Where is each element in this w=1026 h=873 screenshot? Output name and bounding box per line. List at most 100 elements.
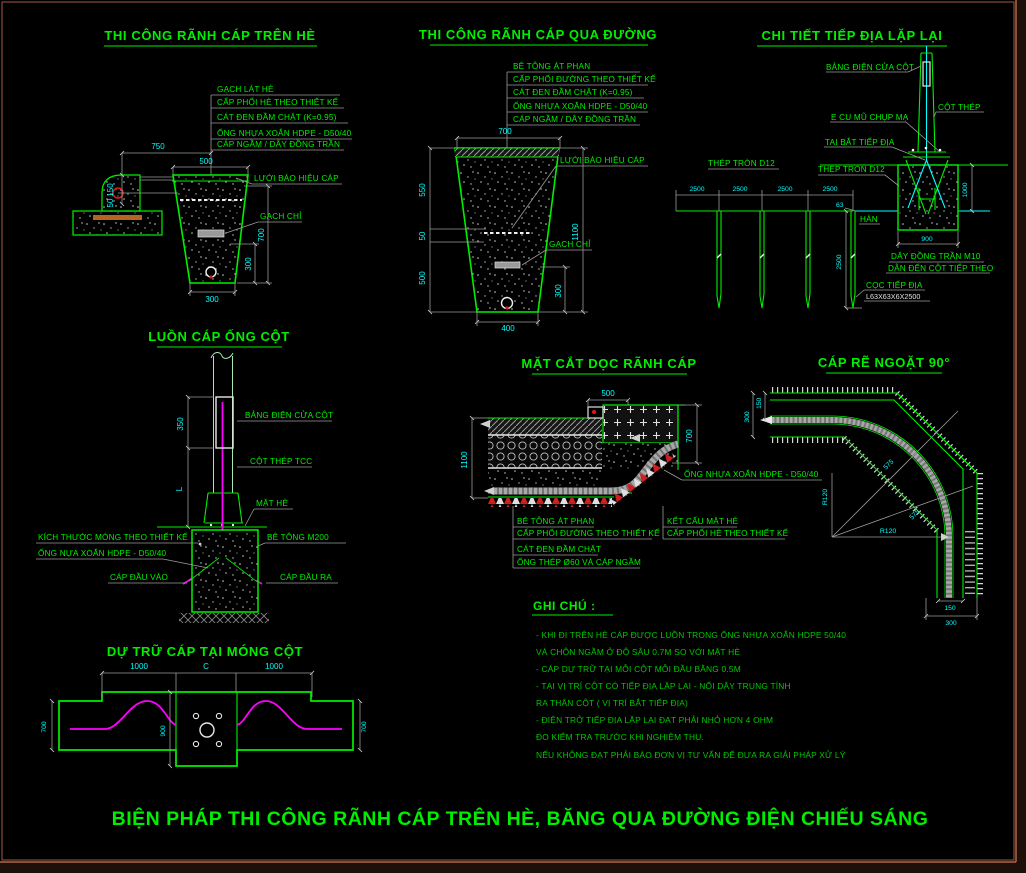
section-spare-cable: DỰ TRỮ CÁP TẠI MÓNG CỘT 1000 C 1000 700 … bbox=[41, 644, 368, 769]
callout: CẤP PHỐI HÈ THEO THIẾT KẾ bbox=[667, 527, 789, 538]
label-cable-in: CÁP ĐẦU VÀO bbox=[110, 572, 168, 582]
sidewalk-block bbox=[602, 404, 679, 444]
callout: CẤP PHỐI ĐƯỜNG THEO THIẾT KẾ bbox=[517, 527, 660, 538]
dim: C bbox=[203, 662, 209, 671]
label-stake-spec: L63X63X6X2500 bbox=[866, 292, 920, 301]
callout: CÁT ĐEN ĐẦM CHẶT (K=0.95) bbox=[217, 112, 337, 122]
dim: 300 bbox=[945, 620, 957, 627]
label-spiral-duct: ỐNG NỰA XOẮN HDPE - D50/40 bbox=[38, 547, 166, 558]
dim-radius: R120 bbox=[880, 528, 896, 535]
note-line: - KHI ĐI TRÊN HÈ CÁP ĐƯỢC LUỒN TRONG ỐNG… bbox=[536, 629, 846, 640]
subgrade-hatch bbox=[179, 613, 269, 623]
dim: 2500 bbox=[836, 254, 843, 269]
label-earthing-tab: TAI BẮT TIẾP ĐỊA bbox=[825, 137, 895, 147]
sheet-border bbox=[1, 1, 1015, 861]
dim: 150 bbox=[756, 397, 763, 409]
section-earthing-detail: CHI TIẾT TIẾP ĐỊA LẶP LẠI BẢNG ĐIỆN CỬA … bbox=[675, 28, 1008, 311]
dim: L bbox=[175, 486, 184, 491]
section-title: CÁP RẼ NGOẶT 90° bbox=[818, 355, 950, 370]
callout: CÁP NGẦM / DÂY ĐỒNG TRẦN bbox=[513, 113, 636, 124]
callout: ỐNG THÉP Ø60 VÀ CÁP NGẦM bbox=[517, 556, 641, 567]
callout: CÁT ĐEN ĐẦM CHẶT bbox=[517, 544, 601, 554]
pole-foundation bbox=[897, 164, 959, 231]
pole-base-circle bbox=[199, 722, 215, 738]
section-title: THI CÔNG RÃNH CÁP TRÊN HÈ bbox=[104, 28, 315, 43]
section-title: DỰ TRỮ CÁP TẠI MÓNG CỘT bbox=[107, 644, 303, 659]
label-panel: BẢNG ĐIỆN CỬA CỘT bbox=[826, 61, 914, 72]
label-copper-wire-2: DẪN ĐẾN CỘT TIẾP THEO bbox=[888, 262, 994, 273]
callout: KẾT CẤU MẶT HÈ bbox=[667, 516, 739, 526]
note-line: - ĐIỆN TRỞ TIẾP ĐỊA LẶP LẠI ĐẠT PHẢI NHỎ… bbox=[536, 714, 773, 725]
dim: 2500 bbox=[732, 186, 747, 193]
callout: CẤP PHỐI ĐƯỜNG THEO THIẾT KẾ bbox=[513, 73, 656, 84]
label-brick: GẠCH CHỈ bbox=[549, 238, 591, 249]
dim: 1100 bbox=[571, 223, 580, 241]
label-warning-mesh: LƯỚI BÁO HIỆU CÁP bbox=[560, 155, 645, 165]
callout: CÁT ĐEN ĐẦM CHẶT (K=0.95) bbox=[513, 87, 633, 97]
callout: ỐNG NHỰA XOẮN HDPE - D50/40 bbox=[217, 127, 352, 138]
callout: CẤP PHỐI HÈ THEO THIẾT KẾ bbox=[217, 96, 339, 107]
dim: 1100 bbox=[460, 451, 469, 469]
dim: 500 bbox=[199, 157, 213, 166]
section-trench-on-sidewalk: THI CÔNG RÃNH CÁP TRÊN HÈ GẠCH LÁT HÈ CẤ… bbox=[72, 28, 352, 304]
dim: 150 bbox=[106, 183, 115, 197]
note-line: - CÁP DỰ TRỮ TẠI MỖI CỘT MỖI ĐẦU BẰNG 0.… bbox=[536, 663, 741, 674]
aggregate-layer bbox=[488, 435, 602, 468]
window-edge-bottom bbox=[0, 862, 1026, 873]
dim: 2500 bbox=[822, 186, 837, 193]
label-pole: CỘT THÉP bbox=[938, 102, 981, 112]
section-cable-bend-90: CÁP RẼ NGOẶT 90° 575 575 300 150 R120 R1… bbox=[744, 355, 983, 627]
dim: 900 bbox=[160, 725, 167, 737]
dim: 1000 bbox=[265, 662, 283, 671]
section-title: THI CÔNG RÃNH CÁP QUA ĐƯỜNG bbox=[419, 27, 657, 42]
label-rebar-left: THÉP TRÒN D12 bbox=[708, 158, 775, 168]
dim: 700 bbox=[257, 228, 266, 242]
note-line: NẾU KHÔNG ĐẠT PHẢI BÁO ĐƠN VỊ TƯ VẤN ĐỂ … bbox=[536, 749, 846, 760]
section-trench-across-road: THI CÔNG RÃNH CÁP QUA ĐƯỜNG BÊ TÔNG ÁT P… bbox=[418, 27, 657, 333]
label-concrete: BÊ TÔNG M200 bbox=[267, 532, 329, 542]
label-weld: HÀN bbox=[860, 214, 878, 224]
dim-gap: 63 bbox=[836, 202, 844, 209]
callout: CÁP NGẦM / DÂY ĐỒNG TRẦN bbox=[217, 138, 340, 149]
note-line: ĐO KIỂM TRA TRƯỚC KHI NGHIỆM THU. bbox=[536, 731, 704, 742]
label-surface: MẶT HÈ bbox=[256, 498, 288, 508]
asphalt-layer bbox=[455, 148, 559, 157]
dim: 350 bbox=[176, 417, 185, 431]
dim: 1000 bbox=[130, 662, 148, 671]
dim: 150 bbox=[944, 605, 956, 612]
drawing-main-title: BIỆN PHÁP THI CÔNG RÃNH CÁP TRÊN HÈ, BĂN… bbox=[112, 806, 929, 830]
label-foundation-size: KÍCH THƯỚC MÓNG THEO THIẾT KẾ bbox=[38, 532, 188, 542]
dim: 900 bbox=[921, 236, 933, 243]
dim: 2500 bbox=[689, 186, 704, 193]
section-title: MẶT CẮT DỌC RÃNH CÁP bbox=[521, 356, 696, 371]
callout: BÊ TÔNG ÁT PHAN bbox=[513, 61, 590, 71]
dim: 700 bbox=[498, 127, 512, 136]
dim: 300 bbox=[244, 257, 253, 271]
dim-radius: R120 bbox=[822, 489, 829, 505]
dim: 700 bbox=[685, 429, 694, 443]
dim: 50 bbox=[106, 198, 115, 207]
dim: 700 bbox=[361, 721, 368, 733]
notes-block: GHI CHÚ : - KHI ĐI TRÊN HÈ CÁP ĐƯỢC LUỒN… bbox=[532, 598, 846, 760]
dim: 1000 bbox=[962, 182, 969, 197]
label-panel: BẢNG ĐIỆN CỬA CỘT bbox=[245, 409, 333, 420]
section-cable-through-pole: LUỒN CÁP ỐNG CỘT 350 L BẢNG ĐIỆN CỬA CỘT… bbox=[36, 329, 346, 623]
notes-title: GHI CHÚ : bbox=[533, 598, 596, 613]
dim: 500 bbox=[601, 389, 615, 398]
label-nut-cap: E CU MŨ CHỤP MẠ bbox=[831, 112, 909, 122]
section-title: LUỒN CÁP ỐNG CỘT bbox=[148, 329, 290, 344]
marker-brick bbox=[197, 229, 225, 238]
callout: BÊ TÔNG ÁT PHAN bbox=[517, 516, 594, 526]
label-rebar: THÉP TRÒN D12 bbox=[818, 164, 885, 174]
note-line: VÀ CHÔN NGẦM Ở ĐỘ SÂU 0.7M SO VỚI MẶT HÈ bbox=[536, 646, 740, 657]
curb-bedding-strip bbox=[93, 215, 142, 220]
label-brick: GẠCH CHỈ bbox=[260, 210, 302, 221]
label-pole: CỘT THÉP TCC bbox=[250, 456, 312, 466]
section-longitudinal: MẶT CẮT DỌC RÃNH CÁP 500 700 1100 ỐNG NH… bbox=[460, 356, 822, 569]
label-warning-mesh: LƯỚI BÁO HIỆU CÁP bbox=[254, 173, 339, 183]
callout: ỐNG NHỰA XOẮN HDPE - D50/40 bbox=[513, 100, 648, 111]
subgrade-triangles bbox=[488, 498, 612, 507]
dim: 500 bbox=[418, 271, 427, 285]
dim: 300 bbox=[205, 295, 219, 304]
